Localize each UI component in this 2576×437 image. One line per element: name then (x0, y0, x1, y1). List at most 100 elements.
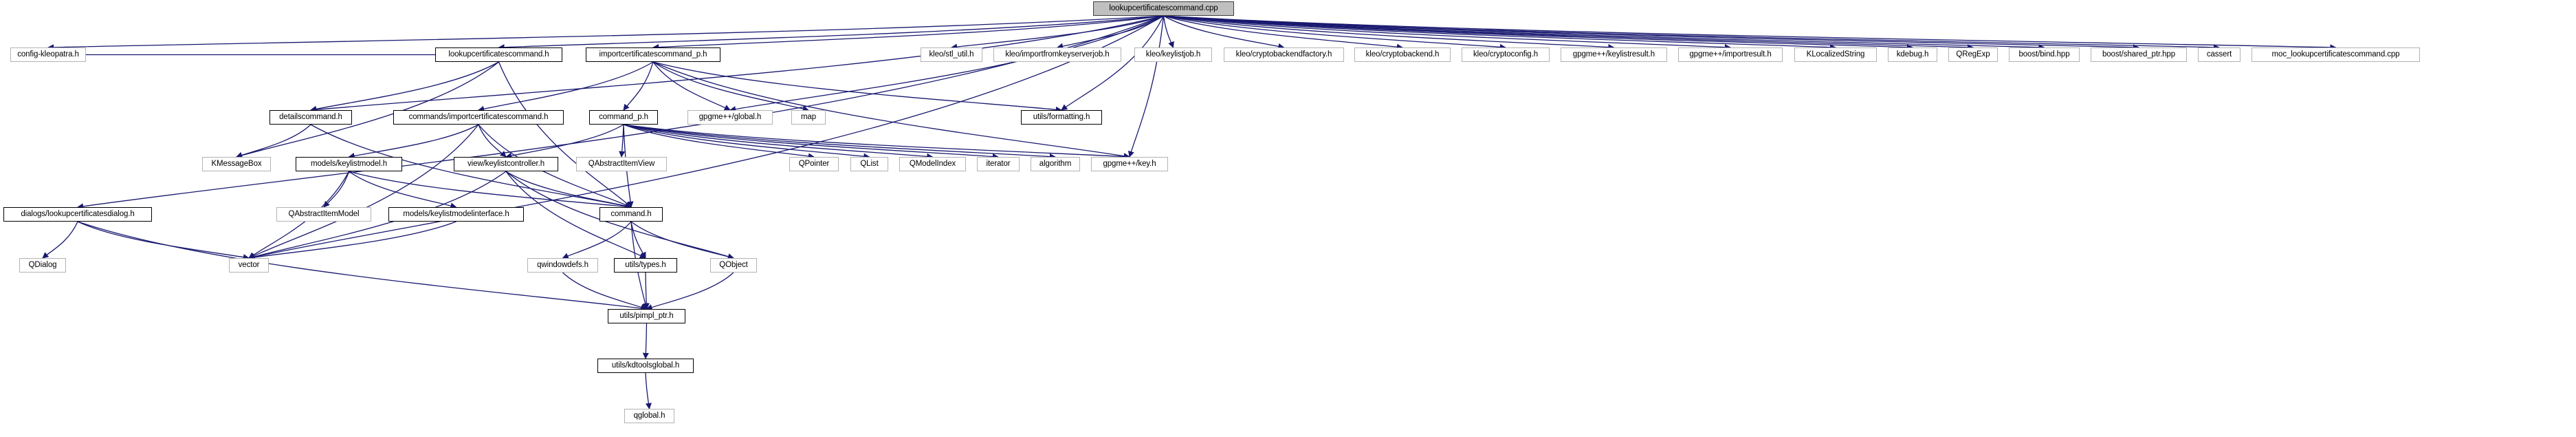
graph-node-map[interactable]: map (791, 110, 826, 125)
graph-edge (1163, 15, 1913, 51)
graph-node-qregexp[interactable]: QRegExp (1948, 47, 1998, 62)
graph-node-view-keylistcontroller-h[interactable]: view/keylistcontroller.h (454, 157, 558, 171)
graph-edge (1163, 15, 2139, 51)
graph-edge (1163, 15, 1974, 51)
graph-edge (623, 124, 870, 160)
graph-node-gpgme-global-h[interactable]: gpgme++/global.h (687, 110, 773, 125)
graph-node-iterator[interactable]: iterator (977, 157, 1020, 171)
graph-node-kleo-keylistjob-h[interactable]: kleo/keylistjob.h (1134, 47, 1212, 62)
graph-edge (498, 61, 632, 208)
graph-edge (478, 124, 507, 158)
graph-edge (652, 61, 1130, 160)
graph-edge (951, 15, 1164, 50)
graph-edge (236, 124, 311, 158)
graph-node-qabstractitemview[interactable]: QAbstractItemView (576, 157, 667, 171)
graph-edge (1163, 15, 1506, 50)
graph-node-utils-formatting-h[interactable]: utils/formatting.h (1021, 110, 1102, 125)
graph-edge (729, 15, 1164, 113)
graph-node-config-kleopatra-h[interactable]: config-kleopatra.h (10, 47, 86, 62)
graph-edge (652, 61, 731, 111)
graph-edge (1163, 15, 2220, 51)
graph-node-qglobal-h[interactable]: qglobal.h (624, 409, 674, 423)
graph-node-qobject[interactable]: QObject (710, 258, 757, 273)
graph-edge (623, 124, 815, 160)
graph-node-kleo-importfromkeyserverjob-h[interactable]: kleo/importfromkeyserverjob.h (993, 47, 1121, 62)
graph-edge (248, 124, 479, 259)
graph-node-qdialog[interactable]: QDialog (19, 258, 66, 273)
graph-node-importcertificatescommand-p-h[interactable]: importcertificatescommand_p.h (586, 47, 720, 62)
graph-node-command-p-h[interactable]: command_p.h (589, 110, 658, 125)
graph-node-qpointer[interactable]: QPointer (789, 157, 839, 171)
graph-edge (1163, 15, 1836, 51)
graph-edge (1163, 15, 2045, 51)
graph-node-gpgme-keylistresult-h[interactable]: gpgme++/keylistresult.h (1561, 47, 1667, 62)
graph-node-utils-pimpl-ptr-h[interactable]: utils/pimpl_ptr.h (608, 309, 685, 323)
graph-node-kleo-cryptoconfig-h[interactable]: kleo/cryptoconfig.h (1462, 47, 1550, 62)
graph-node-qwindowdefs-h[interactable]: qwindowdefs.h (527, 258, 598, 273)
graph-edge (623, 124, 934, 160)
graph-node-boost-bind-hpp[interactable]: boost/bind.hpp (2009, 47, 2080, 62)
graph-edge (623, 124, 999, 160)
graph-edge (505, 171, 632, 209)
graph-edge (562, 221, 632, 259)
graph-edge (1163, 15, 1731, 51)
graph-edge (630, 221, 646, 259)
graph-edge (1163, 15, 1403, 50)
graph-node-algorithm[interactable]: algorithm (1031, 157, 1080, 171)
graph-edge (42, 221, 78, 259)
graph-edge (652, 61, 1062, 113)
graph-node-vector[interactable]: vector (229, 258, 269, 273)
graph-node-cassert[interactable]: cassert (2198, 47, 2241, 62)
graph-node-lookupcertificatescommand-cpp[interactable]: lookupcertificatescommand.cpp (1093, 1, 1234, 16)
graph-node-gpgme-importresult-h[interactable]: gpgme++/importresult.h (1678, 47, 1783, 62)
graph-edge (623, 124, 1056, 160)
graph-node-command-h[interactable]: command.h (599, 207, 663, 222)
graph-node-kmessagebox[interactable]: KMessageBox (202, 157, 271, 171)
graph-node-models-keylistmodelinterface-h[interactable]: models/keylistmodelinterface.h (388, 207, 524, 222)
graph-node-qmodelindex[interactable]: QModelIndex (899, 157, 966, 171)
graph-node-lookupcertificatescommand-h[interactable]: lookupcertificatescommand.h (435, 47, 562, 62)
graph-edge (310, 61, 499, 112)
graph-edge (652, 61, 809, 112)
graph-edge (643, 272, 650, 310)
graph-edge (47, 15, 1164, 51)
edge-group (42, 15, 2337, 409)
graph-node-utils-types-h[interactable]: utils/types.h (614, 258, 677, 273)
graph-node-kleo-stl-util-h[interactable]: kleo/stl_util.h (921, 47, 982, 62)
graph-edge (478, 61, 654, 112)
graph-edge (236, 61, 499, 159)
graph-edge (349, 171, 632, 210)
graph-node-qlist[interactable]: QList (850, 157, 888, 171)
graph-edge (349, 171, 457, 209)
graph-edge (498, 15, 1164, 51)
graph-edge (1128, 15, 1165, 158)
graph-edge (619, 124, 626, 158)
graph-edge (248, 221, 456, 261)
graph-edge (505, 124, 624, 159)
graph-node-gpgme-key-h[interactable]: gpgme++/key.h (1091, 157, 1168, 171)
graph-edge (1163, 15, 1174, 48)
graph-edge (623, 61, 654, 111)
graph-edge (1163, 15, 2337, 51)
graph-edge (348, 124, 479, 159)
graph-edge (646, 272, 734, 310)
graph-edge (652, 15, 1164, 51)
graph-node-qabstractitemmodel[interactable]: QAbstractItemModel (276, 207, 371, 222)
graph-node-moc-lookupcertificatescommand-cpp[interactable]: moc_lookupcertificatescommand.cpp (2252, 47, 2420, 62)
graph-node-boost-shared-ptr-hpp[interactable]: boost/shared_ptr.hpp (2091, 47, 2187, 62)
graph-node-models-keylistmodel-h[interactable]: models/keylistmodel.h (296, 157, 402, 171)
graph-node-kleo-cryptobackendfactory-h[interactable]: kleo/cryptobackendfactory.h (1224, 47, 1344, 62)
graph-node-detailscommand-h[interactable]: detailscommand.h (269, 110, 352, 125)
graph-node-kdebug-h[interactable]: kdebug.h (1888, 47, 1937, 62)
graph-node-commands-importcertificatescommand-h[interactable]: commands/importcertificatescommand.h (393, 110, 564, 125)
graph-edge (630, 221, 734, 260)
graph-node-dialogs-lookupcertificatesdialog-h[interactable]: dialogs/lookupcertificatesdialog.h (3, 207, 152, 222)
graph-node-klocalizedstring[interactable]: KLocalizedString (1794, 47, 1877, 62)
graph-edge (1057, 15, 1164, 50)
graph-node-utils-kdtoolsglobal-h[interactable]: utils/kdtoolsglobal.h (597, 359, 694, 373)
graph-edge (310, 15, 1164, 113)
graph-node-kleo-cryptobackend-h[interactable]: kleo/cryptobackend.h (1354, 47, 1451, 62)
graph-edge (1163, 15, 1285, 50)
